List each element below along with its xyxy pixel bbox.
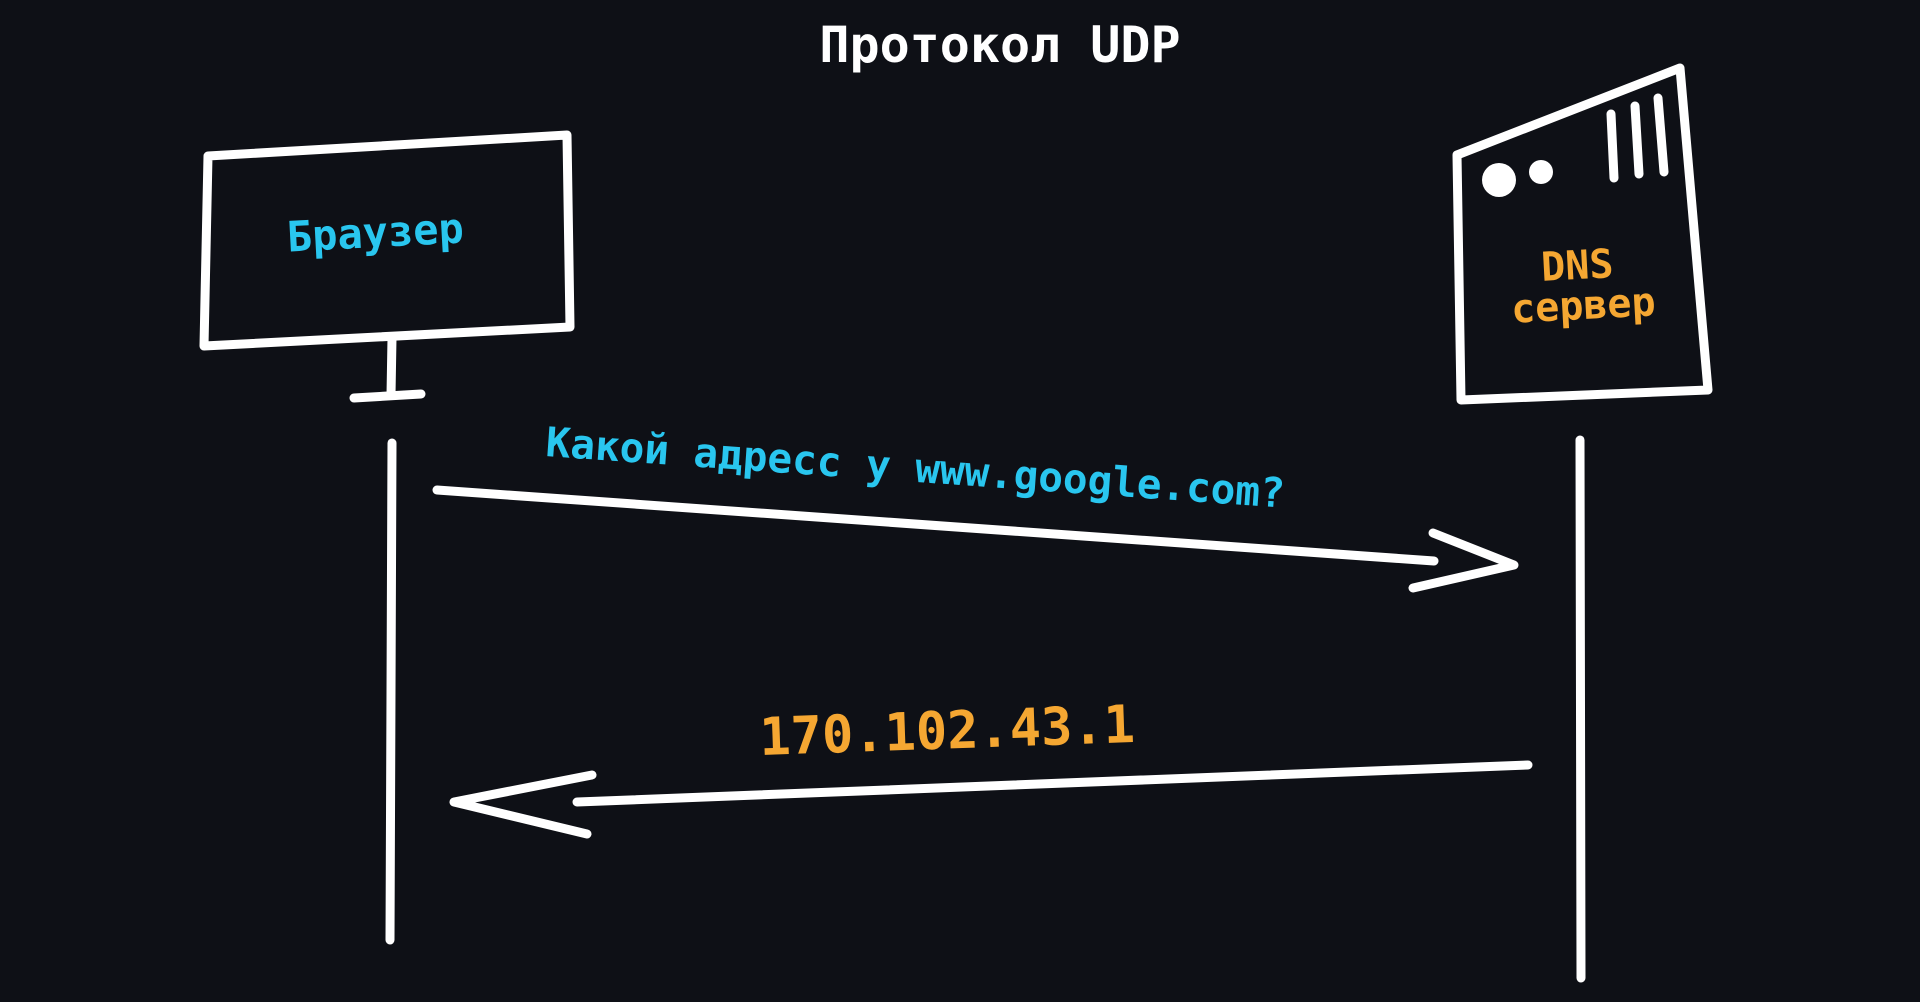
response-arrow <box>449 760 1533 839</box>
server-led-icon <box>1482 163 1516 197</box>
request-arrow <box>432 485 1519 593</box>
server-lifeline <box>1575 435 1586 983</box>
server-label-line1: DNS <box>1540 241 1615 291</box>
diagram-title: Протокол UDP <box>819 16 1180 74</box>
server-led-icon <box>1529 160 1553 184</box>
client-lifeline <box>385 438 397 945</box>
browser-label: Браузер <box>286 203 465 261</box>
server-label-line2: сервер <box>1510 279 1657 332</box>
monitor-icon <box>199 130 575 403</box>
server-icon <box>1452 63 1713 405</box>
response-label: 170.102.43.1 <box>758 695 1136 768</box>
